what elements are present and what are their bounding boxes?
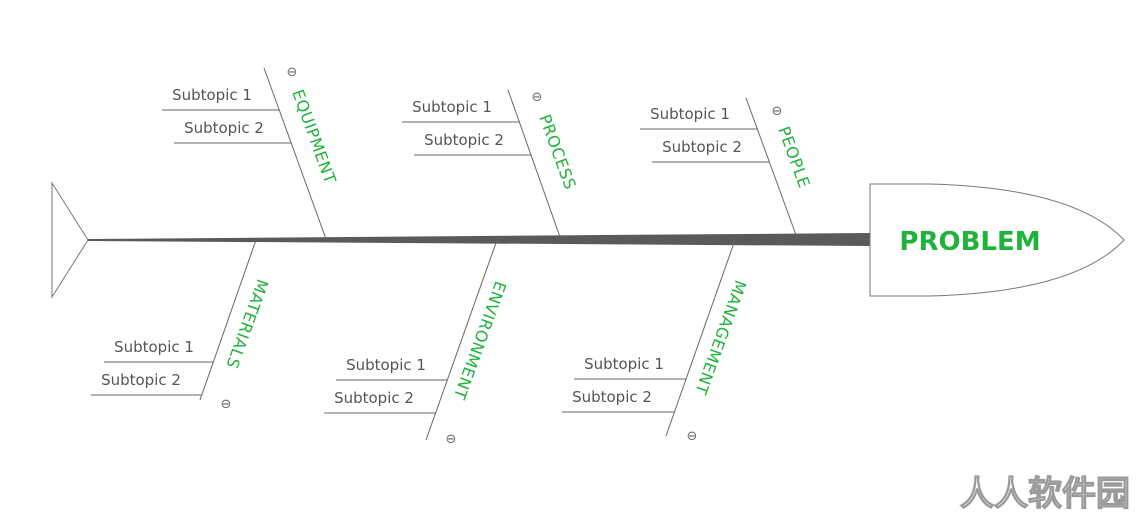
management-subtopic[interactable]: Subtopic 2 — [572, 388, 652, 406]
people-subtopic[interactable]: Subtopic 1 — [650, 105, 730, 123]
category-bones: EQUIPMENT ⊖ Subtopic 1 Subtopic 2 PROCESS ⊖ Su… — [91, 65, 814, 447]
process-bone — [507, 89, 561, 238]
category-management: MANAGEMENT ⊖ Subtopic 1 Subtopic 2 — [562, 239, 750, 444]
problem-label[interactable]: PROBLEM — [899, 227, 1040, 257]
equipment-bone — [263, 67, 327, 240]
equipment-subtopic[interactable]: Subtopic 1 — [172, 86, 252, 104]
people-subtopic[interactable]: Subtopic 2 — [662, 138, 742, 156]
materials-subtopic[interactable]: Subtopic 2 — [101, 371, 181, 389]
equipment-subtopic[interactable]: Subtopic 2 — [184, 119, 264, 137]
fish-tail — [51, 181, 89, 299]
category-process: PROCESS ⊖ Subtopic 1 Subtopic 2 — [402, 89, 580, 238]
materials-collapse-icon[interactable]: ⊖ — [221, 397, 232, 412]
environment-collapse-icon[interactable]: ⊖ — [446, 432, 457, 447]
equipment-collapse-icon[interactable]: ⊖ — [287, 65, 298, 80]
materials-bone — [199, 239, 257, 401]
people-label[interactable]: PEOPLE — [774, 124, 814, 191]
management-bone — [665, 239, 736, 437]
process-subtopic[interactable]: Subtopic 2 — [424, 131, 504, 149]
people-collapse-icon[interactable]: ⊖ — [772, 104, 783, 119]
management-label[interactable]: MANAGEMENT — [691, 278, 750, 398]
fish-spine — [88, 233, 870, 246]
process-label[interactable]: PROCESS — [535, 112, 580, 192]
environment-subtopic[interactable]: Subtopic 1 — [346, 356, 426, 374]
environment-subtopic[interactable]: Subtopic 2 — [334, 389, 414, 407]
materials-subtopic[interactable]: Subtopic 1 — [114, 338, 194, 356]
category-people: PEOPLE ⊖ Subtopic 1 Subtopic 2 — [640, 97, 814, 236]
category-materials: MATERIALS ⊖ Subtopic 1 Subtopic 2 — [91, 239, 272, 412]
process-subtopic[interactable]: Subtopic 1 — [412, 98, 492, 116]
management-subtopic[interactable]: Subtopic 1 — [584, 355, 664, 373]
problem-head[interactable] — [869, 183, 1125, 297]
equipment-label[interactable]: EQUIPMENT — [288, 87, 340, 186]
environment-bone — [425, 239, 498, 441]
people-bone — [745, 97, 797, 236]
category-environment: ENVIRONMENT ⊖ Subtopic 1 Subtopic 2 — [324, 239, 510, 447]
category-equipment: EQUIPMENT ⊖ Subtopic 1 Subtopic 2 — [162, 65, 340, 240]
watermark: 人人软件园 — [960, 474, 1130, 514]
process-collapse-icon[interactable]: ⊖ — [532, 90, 543, 105]
management-collapse-icon[interactable]: ⊖ — [687, 429, 698, 444]
materials-label[interactable]: MATERIALS — [222, 277, 272, 372]
environment-label[interactable]: ENVIRONMENT — [450, 279, 510, 403]
